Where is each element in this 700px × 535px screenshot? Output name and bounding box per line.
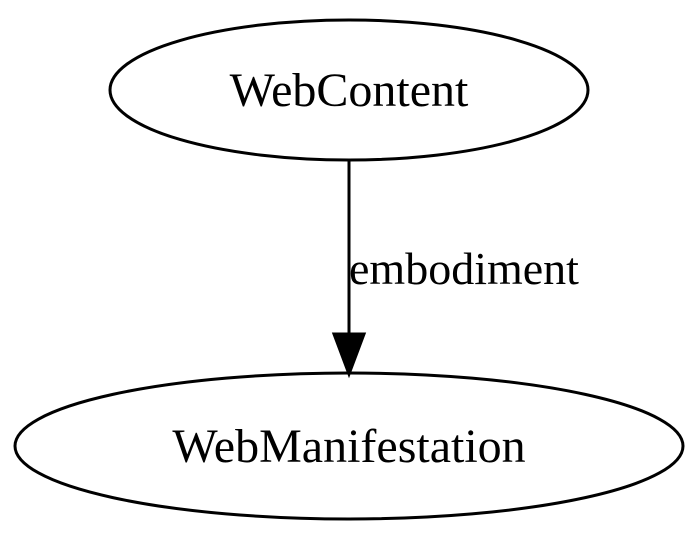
node-webmanifestation-label: WebManifestation [172,420,525,473]
node-webcontent: WebContent [108,18,590,162]
edge-embodiment-arrowhead [331,332,367,379]
edge-embodiment: embodiment [331,161,579,379]
node-webcontent-label: WebContent [230,64,469,117]
node-webmanifestation-shape [13,371,685,521]
node-webcontent-shape [108,18,590,162]
node-webmanifestation: WebManifestation [13,371,685,521]
edge-embodiment-label: embodiment [349,243,579,294]
